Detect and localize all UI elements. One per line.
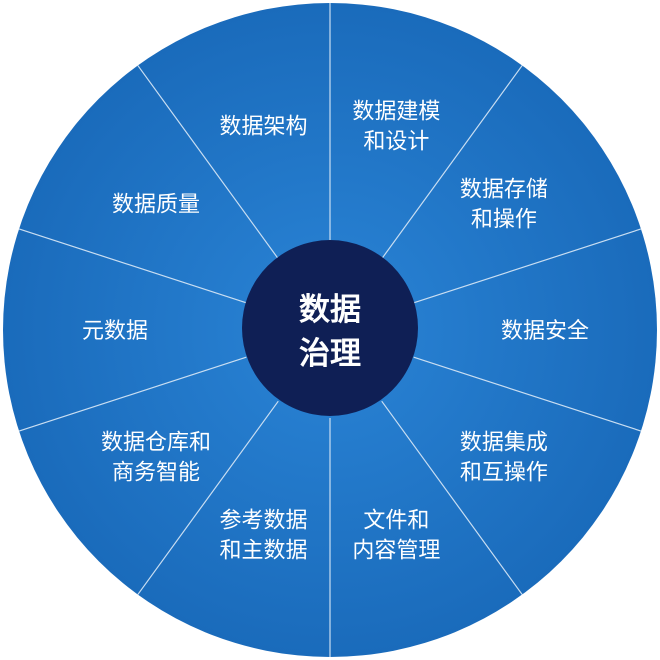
segment-label-line: 数据存储 <box>460 178 548 203</box>
segment-divider <box>381 65 523 260</box>
segment-label-line: 数据仓库和 <box>101 430 211 455</box>
segment-label: 数据安全 <box>501 319 589 344</box>
segment-divider <box>413 228 642 304</box>
segment-label: 数据架构 <box>220 115 308 140</box>
segment-label-line: 和设计 <box>363 130 429 155</box>
center-title-line2: 治理 <box>299 336 361 372</box>
segment-label: 元数据 <box>82 319 148 344</box>
segment-label-line: 数据安全 <box>501 319 589 344</box>
segment-label-line: 和操作 <box>471 208 537 233</box>
segment-dividers <box>18 3 642 657</box>
segment-label-line: 数据建模 <box>352 100 440 125</box>
segment-divider <box>413 356 642 432</box>
segment-label-line: 数据集成 <box>460 430 548 455</box>
segment-labels: 数据架构数据建模和设计数据存储和操作数据安全数据集成和互操作文件和内容管理参考数… <box>82 100 589 564</box>
segment-divider <box>137 65 279 260</box>
segment-label-line: 参考数据 <box>220 508 308 533</box>
segment-label-line: 和互操作 <box>460 460 548 485</box>
segment-label: 数据质量 <box>112 193 200 218</box>
center-title-line1: 数据 <box>299 292 361 328</box>
segment-label: 文件和内容管理 <box>352 508 440 563</box>
segment-label: 参考数据和主数据 <box>220 508 308 563</box>
segment-label-line: 和主数据 <box>220 538 308 563</box>
segment-label: 数据建模和设计 <box>352 100 440 155</box>
segment-label: 数据集成和互操作 <box>460 430 548 485</box>
segment-label-line: 数据质量 <box>112 193 200 218</box>
segment-label-line: 元数据 <box>82 319 148 344</box>
segment-label-line: 商务智能 <box>112 460 200 485</box>
segment-divider <box>18 356 247 432</box>
segment-label: 数据仓库和商务智能 <box>101 430 211 485</box>
segment-divider <box>137 400 279 595</box>
segment-divider <box>381 400 523 595</box>
segment-label: 数据存储和操作 <box>460 178 548 233</box>
segment-label-line: 数据架构 <box>220 115 308 140</box>
segment-label-line: 内容管理 <box>352 538 440 563</box>
segment-divider <box>18 228 247 304</box>
segment-label-line: 文件和 <box>363 508 429 533</box>
center-hub <box>242 240 418 416</box>
